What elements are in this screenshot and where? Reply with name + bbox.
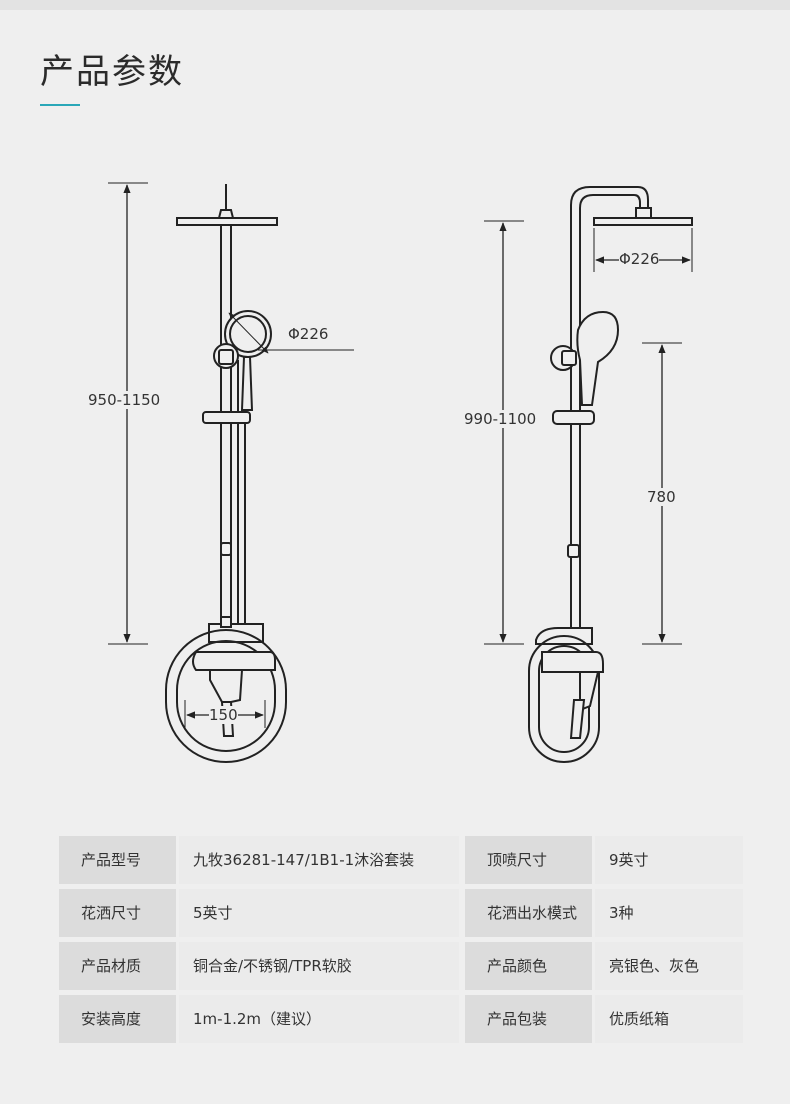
spec-row: 花洒尺寸 5英寸 花洒出水模式 3种 — [59, 889, 743, 937]
spec-value: 九牧36281-147/1B1-1沐浴套装 — [179, 836, 459, 884]
spec-label: 产品颜色 — [465, 942, 592, 990]
spec-value: 铜合金/不锈钢/TPR软胶 — [179, 942, 459, 990]
spec-value: 5英寸 — [179, 889, 459, 937]
front-view-drawing — [108, 182, 354, 763]
spec-value: 优质纸箱 — [595, 995, 743, 1043]
title-underline — [40, 104, 80, 106]
spec-label: 产品型号 — [59, 836, 176, 884]
left-height-label: 950-1150 — [88, 391, 161, 409]
spec-value: 1m-1.2m（建议） — [179, 995, 459, 1043]
spec-label: 花洒尺寸 — [59, 889, 176, 937]
spec-label: 安装高度 — [59, 995, 176, 1043]
spec-label: 顶喷尺寸 — [465, 836, 592, 884]
spec-label: 产品材质 — [59, 942, 176, 990]
dimension-drawing — [108, 182, 693, 763]
right-height-label: 990-1100 — [464, 410, 537, 428]
top-bar — [0, 0, 790, 10]
left-diameter-label: Φ226 — [288, 325, 329, 343]
spec-row: 安装高度 1m-1.2m（建议） 产品包装 优质纸箱 — [59, 995, 743, 1043]
spec-label: 产品包装 — [465, 995, 592, 1043]
spec-value: 亮银色、灰色 — [595, 942, 743, 990]
spec-row: 产品材质 铜合金/不锈钢/TPR软胶 产品颜色 亮银色、灰色 — [59, 942, 743, 990]
spec-value: 9英寸 — [595, 836, 743, 884]
side-view-drawing — [484, 186, 693, 763]
spec-label: 花洒出水模式 — [465, 889, 592, 937]
page-title: 产品参数 — [40, 52, 184, 92]
left-width-label: 150 — [209, 706, 238, 724]
right-diameter-label: Φ226 — [619, 250, 660, 268]
spec-row: 产品型号 九牧36281-147/1B1-1沐浴套装 顶喷尺寸 9英寸 — [59, 836, 743, 884]
handheld-height-label: 780 — [647, 488, 676, 506]
spec-value: 3种 — [595, 889, 743, 937]
